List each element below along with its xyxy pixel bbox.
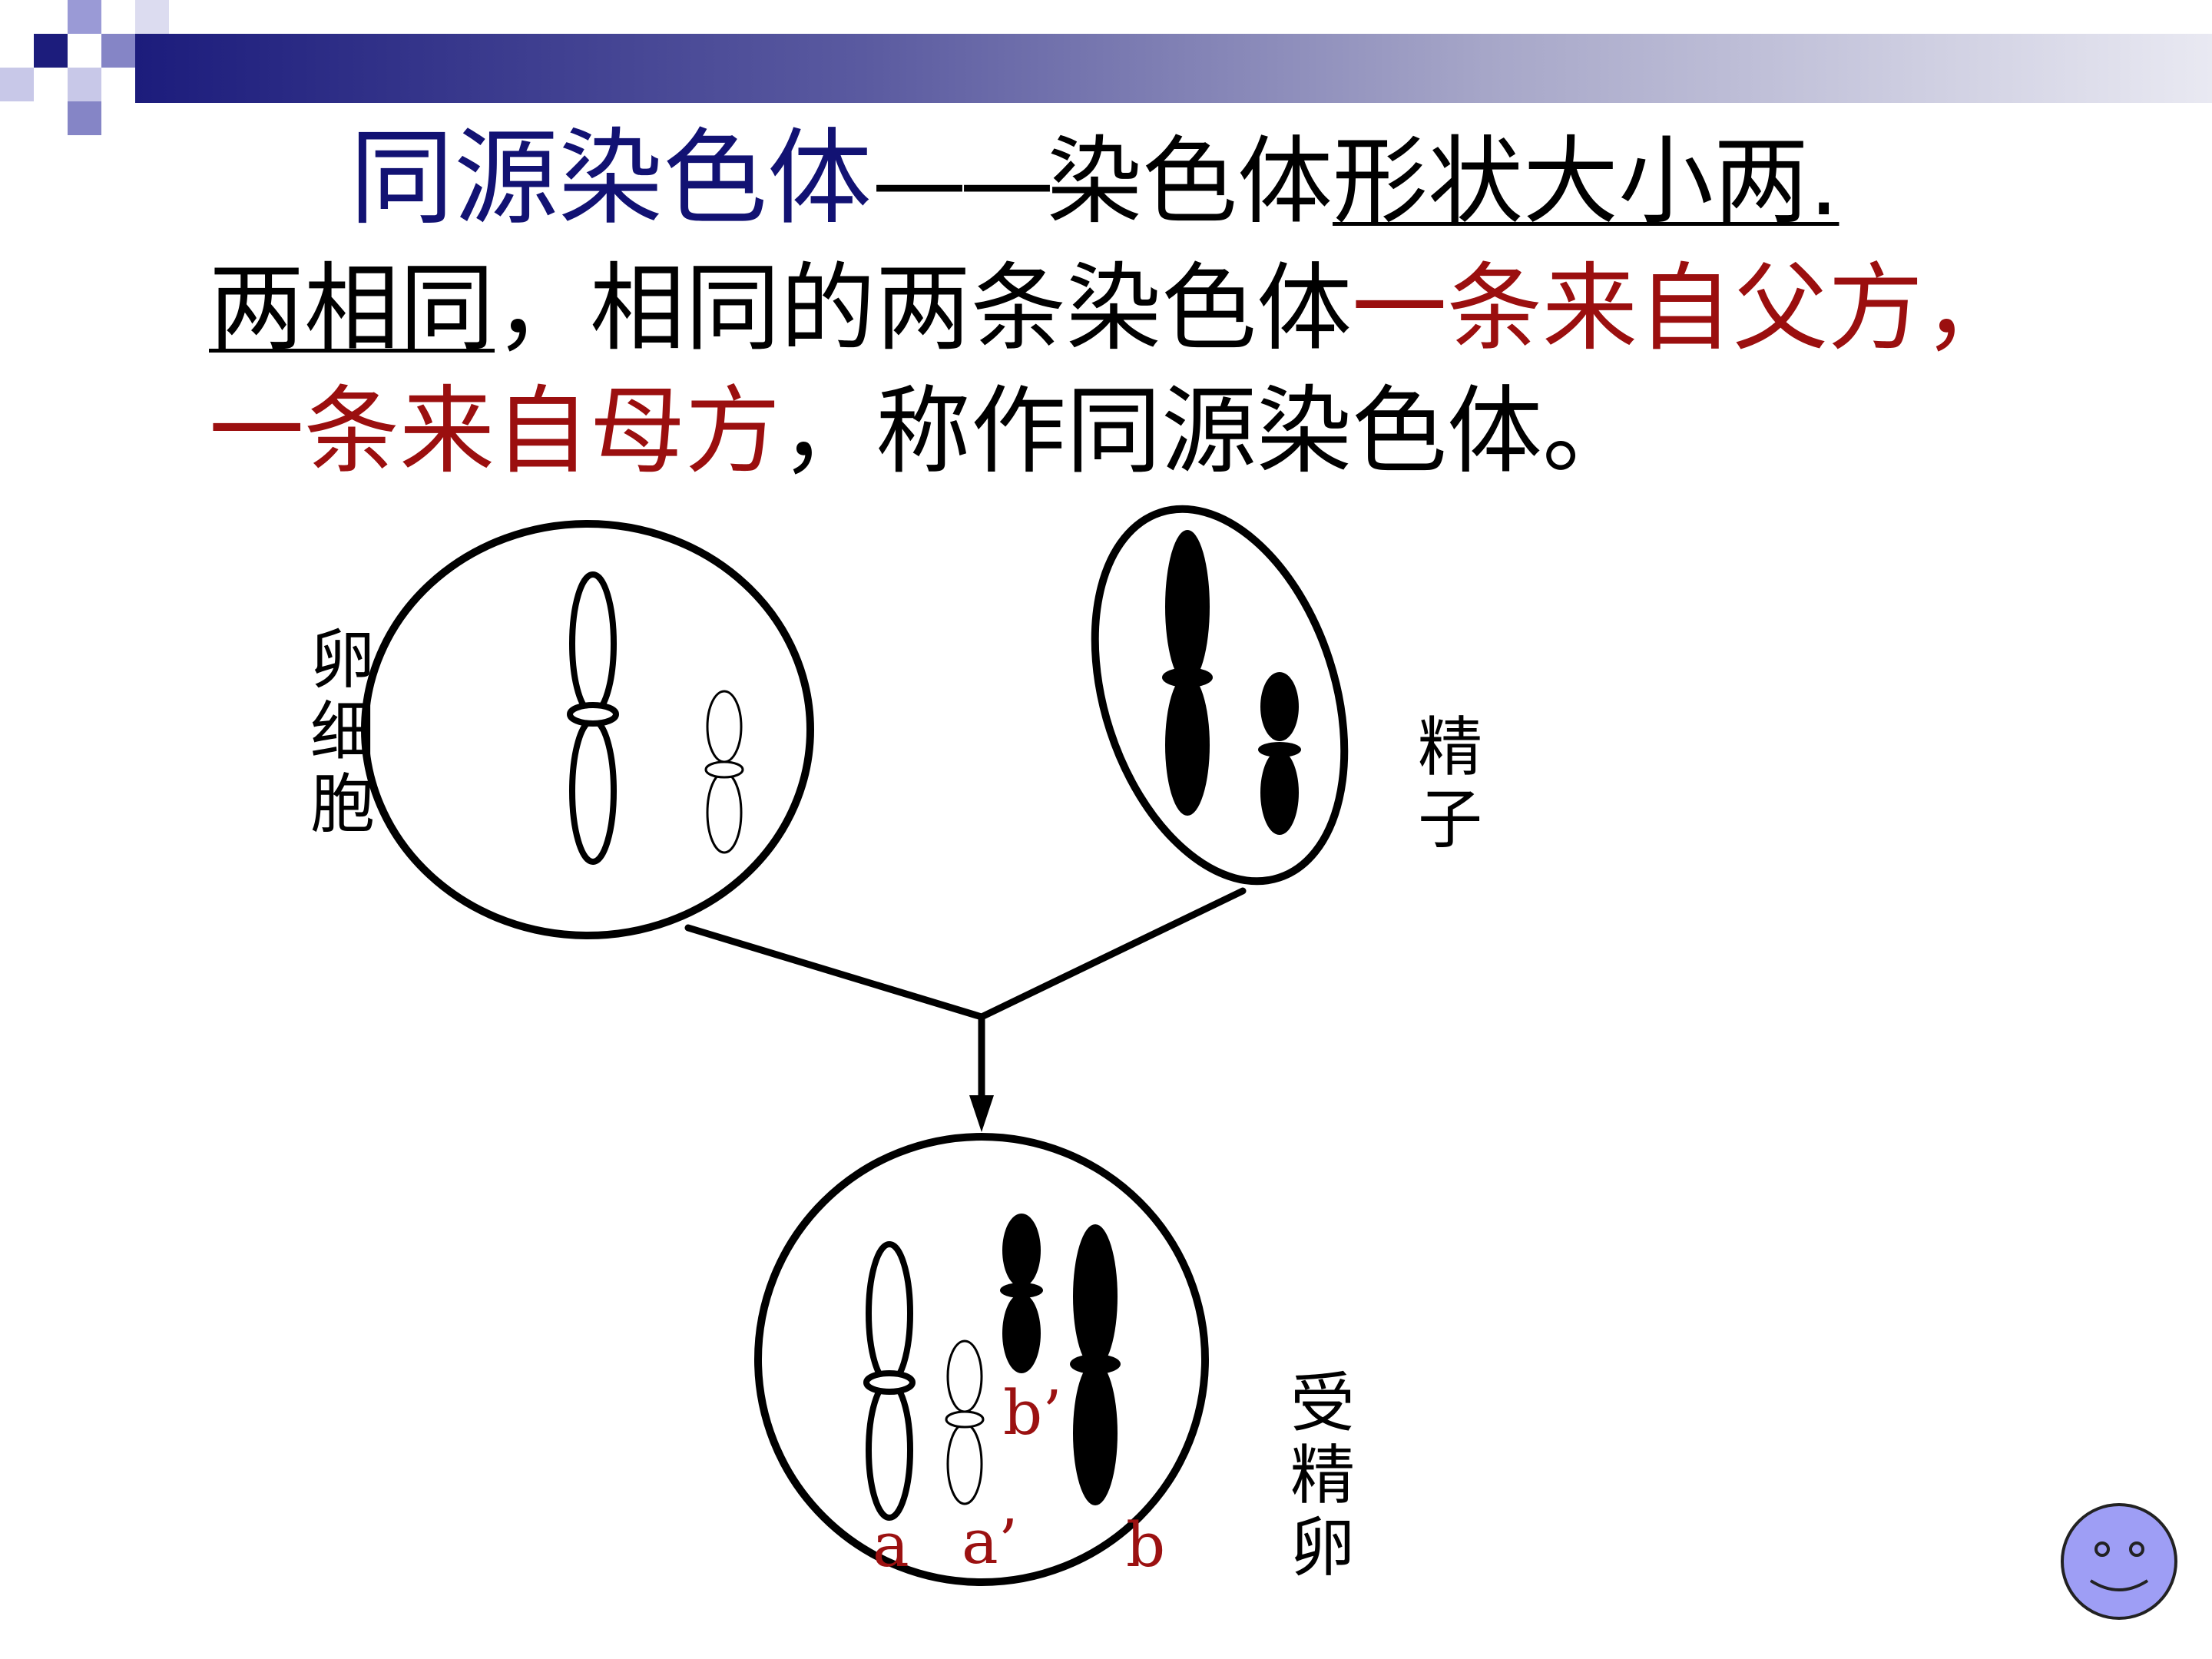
gene-label-a-prime: a’ — [962, 1506, 1018, 1578]
header-square-6 — [68, 68, 101, 101]
header-gradient-bar — [135, 34, 2212, 103]
gene-label-b: b — [1126, 1509, 1166, 1581]
title-line-3: 一条来自母方，称作同源染色体。 — [209, 384, 1637, 479]
zygote-chromosome-a — [863, 1241, 916, 1521]
egg-chromosome-large — [567, 571, 619, 865]
zygote-chromosome-b-prime — [1000, 1214, 1043, 1373]
title-line-1: 同源染色体——染色体形状大小两. — [349, 127, 1839, 231]
title-line1-underlined: 形状大小两. — [1333, 127, 1839, 237]
sperm-chromosome-small — [1258, 672, 1301, 835]
sperm-chromosome-large — [1162, 530, 1213, 816]
header-square-4 — [101, 34, 135, 68]
zygote-cell — [754, 1133, 1209, 1586]
sperm-label: 精子 — [1417, 710, 1482, 857]
gene-label-b-prime: b’ — [1003, 1377, 1062, 1449]
egg-chromosome-small — [704, 690, 744, 854]
header-square-3 — [68, 0, 101, 34]
title-line2-text: ，相同的两条染色体 — [495, 253, 1353, 364]
term-homologous-chromosome: 同源染色体 — [349, 118, 872, 240]
title-line-2: 两相同，相同的两条染色体一条来自父方， — [209, 261, 2018, 356]
title-line2-underlined: 两相同 — [209, 253, 495, 364]
zygote-label: 受精卵 — [1290, 1366, 1355, 1585]
header-square-2 — [34, 34, 68, 68]
zygote-chromosome-a-prime — [945, 1339, 985, 1505]
smiley-face-icon[interactable] — [2058, 1501, 2180, 1622]
header-square-8 — [68, 101, 101, 135]
title-line3-red: 一条来自母方 — [209, 376, 781, 487]
header-square-7 — [135, 0, 169, 34]
title-dash: —— — [872, 127, 1055, 237]
title-line1-text: 染色体 — [1047, 127, 1333, 237]
gene-label-a: a — [873, 1509, 909, 1581]
egg-cell — [361, 520, 814, 939]
header-square-1 — [0, 0, 23, 23]
fusion-lines — [684, 887, 1247, 1132]
header-square-5 — [0, 68, 34, 101]
sperm-cell — [1091, 505, 1349, 886]
zygote-chromosome-b — [1070, 1224, 1121, 1505]
egg-cell-label: 卵细胞 — [310, 622, 375, 842]
title-line2-red: 一条来自父方， — [1352, 253, 2019, 364]
title-line3-text: ，称作同源染色体。 — [780, 376, 1638, 487]
